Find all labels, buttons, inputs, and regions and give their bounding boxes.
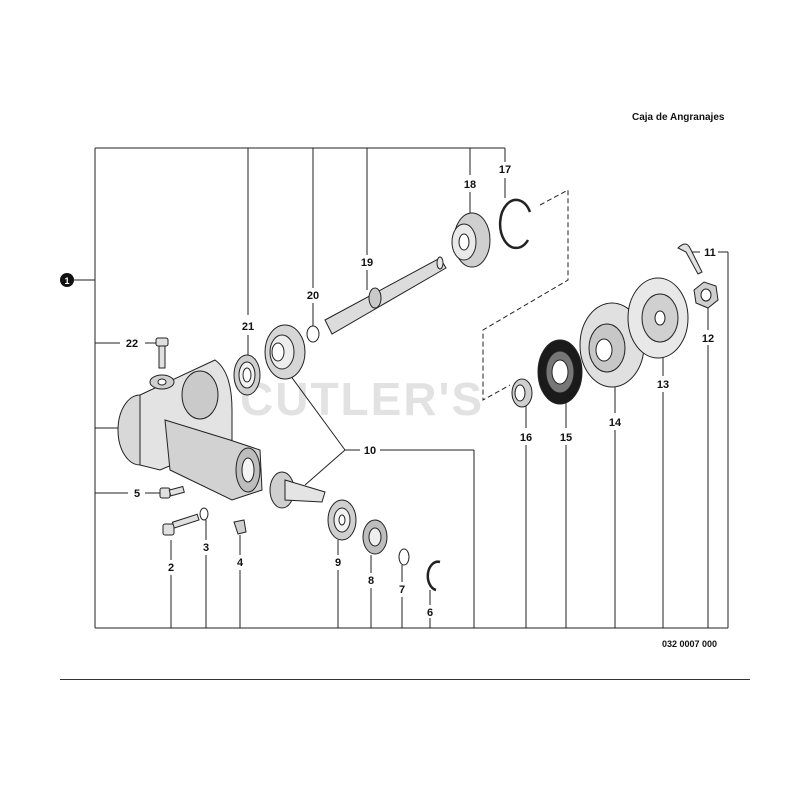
washer-3 <box>199 507 209 521</box>
callout-17: 17 <box>499 164 511 176</box>
callout-3: 3 <box>203 542 209 554</box>
callout-14: 14 <box>609 417 622 429</box>
washer-20 <box>306 325 320 343</box>
callout-21: 21 <box>242 321 254 333</box>
diagram-title: Caja de Angranajes <box>632 112 725 123</box>
callout-20: 20 <box>307 290 319 302</box>
cup-washer-13 <box>627 277 689 359</box>
footer-divider <box>60 679 750 680</box>
callout-19: 19 <box>361 257 373 269</box>
key-4 <box>233 519 247 535</box>
assembly-marker: 1 <box>60 273 74 287</box>
callout-8: 8 <box>368 575 374 587</box>
oil-seal-15 <box>537 339 583 405</box>
callout-12: 12 <box>702 333 714 345</box>
screw-5 <box>159 485 185 499</box>
callout-13: 13 <box>657 379 669 391</box>
callout-6: 6 <box>427 607 433 619</box>
circlip-17 <box>498 198 532 250</box>
bearing-18 <box>451 212 491 268</box>
bolt-22 <box>155 337 169 369</box>
svg-text:1: 1 <box>64 276 69 286</box>
bearing-21 <box>233 354 261 396</box>
callout-16: 16 <box>520 432 532 444</box>
washer-7 <box>398 548 410 566</box>
watermark: CUTLER'S <box>240 373 485 425</box>
callout-9: 9 <box>335 557 341 569</box>
pinion-gear <box>269 471 326 509</box>
bearing-8 <box>362 519 388 555</box>
callout-22: 22 <box>126 338 138 350</box>
callout-2: 2 <box>168 562 174 574</box>
callout-4: 4 <box>237 557 244 569</box>
callouts: 2 3 4 5 6 7 8 9 10 11 12 13 14 15 16 17 … <box>126 164 716 619</box>
diagram-code: 032 0007 000 <box>662 639 718 649</box>
bolt-2 <box>162 513 200 536</box>
shaft-19 <box>324 256 447 335</box>
callout-7: 7 <box>399 584 405 596</box>
callout-18: 18 <box>464 179 476 191</box>
collar-16 <box>511 378 533 408</box>
bearing-9 <box>327 499 357 541</box>
nut-12 <box>693 281 719 309</box>
bevel-gear <box>264 324 306 380</box>
gearbox-housing <box>117 359 263 501</box>
circlip-6 <box>426 560 441 592</box>
callout-10: 10 <box>364 445 376 457</box>
callout-15: 15 <box>560 432 572 444</box>
callout-11: 11 <box>704 247 716 259</box>
callout-5: 5 <box>134 488 140 500</box>
cotter-pin-11 <box>677 243 703 275</box>
